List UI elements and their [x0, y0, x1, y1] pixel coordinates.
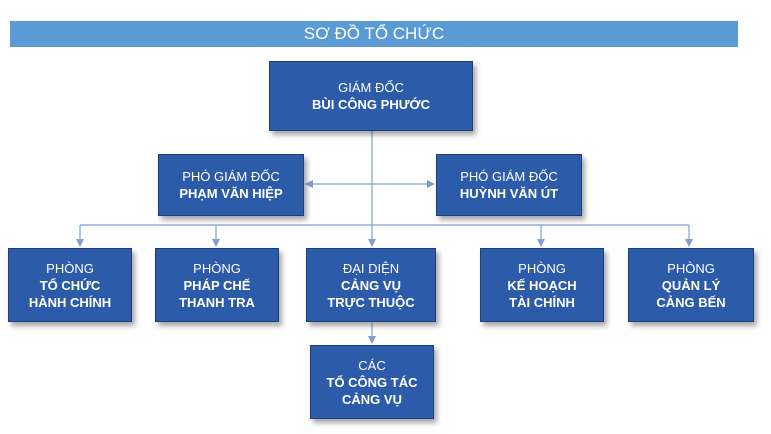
- deputy-role: PHÓ GIÁM ĐỐC: [460, 169, 558, 184]
- deputy-name: PHẠM VĂN HIỆP: [179, 186, 283, 201]
- deputy-name: HUỲNH VĂN ÚT: [459, 186, 559, 201]
- unit-line3: TÀI CHÍNH: [509, 294, 575, 310]
- unit-line2: CẢNG VỤ: [341, 277, 401, 293]
- sub-unit-line3: CẢNG VỤ: [342, 391, 402, 407]
- unit-box-to-chuc-hanh-chinh: PHÒNG TỔ CHỨC HÀNH CHÍNH: [8, 248, 132, 322]
- sub-unit-line1: CÁC: [358, 357, 386, 373]
- chart-title: SƠ ĐỒ TỔ CHỨC: [10, 21, 738, 47]
- deputy-box-left: PHÓ GIÁM ĐỐC PHẠM VĂN HIỆP: [158, 154, 304, 216]
- unit-line3: HÀNH CHÍNH: [28, 294, 112, 310]
- unit-line2: PHÁP CHẾ: [183, 277, 251, 293]
- unit-line2: TỔ CHỨC: [39, 277, 101, 293]
- director-box: GIÁM ĐỐC BÙI CÔNG PHƯỚC: [269, 61, 473, 131]
- unit-line3: TRỰC THUỘC: [327, 294, 415, 310]
- unit-line3: THANH TRA: [179, 294, 255, 310]
- deputy-role: PHÓ GIÁM ĐỐC: [182, 169, 280, 184]
- unit-line1: PHÒNG: [518, 260, 566, 276]
- unit-box-cang-vu-truc-thuoc: ĐẠI DIỆN CẢNG VỤ TRỰC THUỘC: [306, 248, 436, 322]
- unit-line2: QUẢN LÝ: [661, 277, 721, 293]
- unit-box-quan-ly-cang-ben: PHÒNG QUẢN LÝ CẢNG BẾN: [628, 248, 754, 322]
- director-role: GIÁM ĐỐC: [338, 80, 404, 95]
- unit-box-ke-hoach-tai-chinh: PHÒNG KẾ HOẠCH TÀI CHÍNH: [480, 248, 604, 322]
- unit-line1: PHÒNG: [46, 260, 94, 276]
- sub-unit-box-to-cong-tac: CÁC TỔ CÔNG TÁC CẢNG VỤ: [310, 345, 434, 419]
- unit-box-phap-che-thanh-tra: PHÒNG PHÁP CHẾ THANH TRA: [155, 248, 279, 322]
- unit-line1: PHÒNG: [667, 260, 715, 276]
- director-name: BÙI CÔNG PHƯỚC: [312, 97, 430, 112]
- unit-line3: CẢNG BẾN: [656, 294, 726, 310]
- sub-unit-line2: TỔ CÔNG TÁC: [326, 374, 418, 390]
- unit-line1: ĐẠI DIỆN: [342, 260, 400, 276]
- deputy-box-right: PHÓ GIÁM ĐỐC HUỲNH VĂN ÚT: [436, 154, 582, 216]
- unit-line1: PHÒNG: [193, 260, 241, 276]
- unit-line2: KẾ HOẠCH: [507, 277, 577, 293]
